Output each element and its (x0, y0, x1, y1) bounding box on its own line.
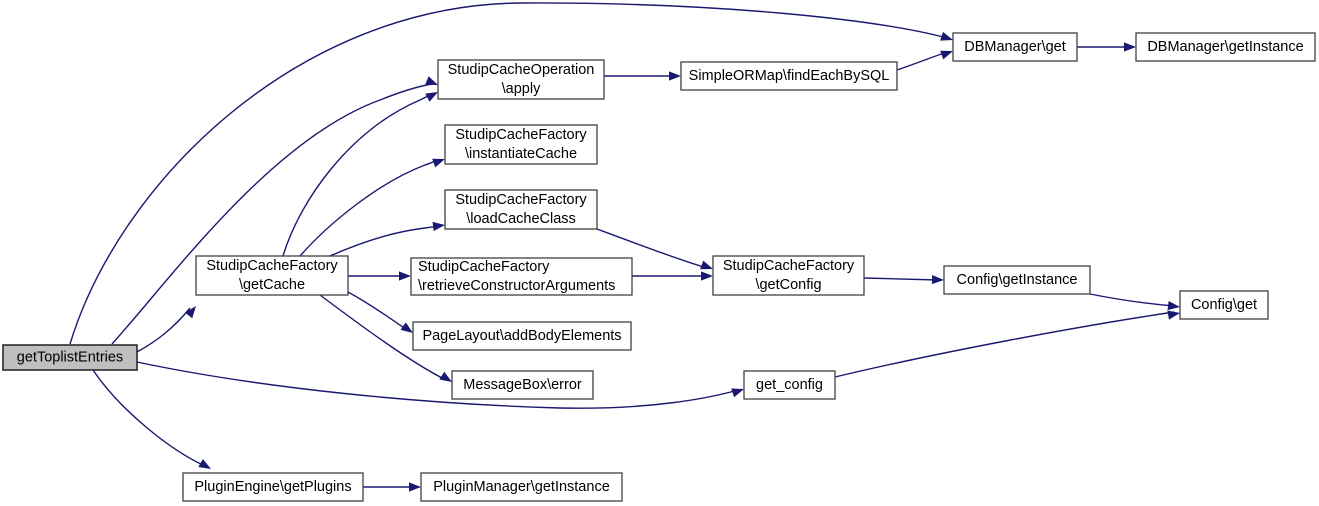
arrowhead (669, 71, 681, 81)
node-label: SimpleORMap\findEachBySQL (689, 68, 890, 84)
node-box[interactable] (451, 370, 594, 400)
node-label: \loadCacheClass (466, 211, 576, 227)
node-box[interactable] (420, 472, 623, 502)
node-label: \instantiateCache (465, 146, 577, 162)
node-label: StudipCacheFactory (455, 127, 587, 143)
node-label: StudipCacheOperation (448, 62, 595, 78)
node-label: \getConfig (755, 277, 821, 293)
node-box[interactable] (1179, 290, 1269, 320)
arrowhead (1167, 300, 1180, 311)
nodes-layer: getToplistEntries StudipCacheOperation \ap… (2, 32, 1316, 502)
arrowhead (1124, 42, 1136, 52)
node-box[interactable] (444, 189, 598, 230)
node-PluginEngine_getPlugins[interactable]: PluginEngine\getPlugins (182, 472, 364, 502)
arrowhead (198, 459, 211, 469)
node-box[interactable] (943, 265, 1091, 295)
arrowheads-layer (184, 31, 1180, 492)
node-box[interactable] (680, 61, 898, 91)
node-get_config[interactable]: get_config (743, 370, 836, 400)
arrowhead (940, 50, 953, 60)
arrowhead (1167, 310, 1180, 320)
node-box[interactable] (1135, 32, 1316, 62)
node-label: \getCache (239, 277, 305, 293)
node-label: Config\getInstance (957, 272, 1078, 288)
node-SimpleORMap_findEachBySQL[interactable]: SimpleORMap\findEachBySQL (680, 61, 898, 91)
node-label: PageLayout\addBodyElements (422, 328, 621, 344)
edge-StudipCacheFactory_loadCacheClass-to-StudipCacheFactory_getConfig (596, 228, 708, 269)
node-StudipCacheFactory_instantiateCache[interactable]: StudipCacheFactory \instantiateCache (444, 124, 598, 165)
arrowhead (432, 158, 445, 168)
node-box[interactable] (182, 472, 364, 502)
node-MessageBox_error[interactable]: MessageBox\error (451, 370, 594, 400)
node-label: PluginEngine\getPlugins (194, 479, 351, 495)
node-label: DBManager\get (964, 39, 1066, 55)
node-box[interactable] (712, 255, 865, 296)
node-label: StudipCacheFactory (418, 259, 550, 275)
node-StudipCacheFactory_retrieveConstructorArguments[interactable]: StudipCacheFactory \retrieveConstructorAr… (410, 257, 633, 296)
arrowhead (439, 371, 452, 382)
node-StudipCacheOperation_apply[interactable]: StudipCacheOperation \apply (437, 59, 605, 100)
edge-get_config-to-Config_get (834, 311, 1175, 378)
node-DBManager_get[interactable]: DBManager\get (952, 32, 1078, 62)
node-label: getToplistEntries (17, 349, 123, 365)
edge-getToplistEntries-to-StudipCacheOperation_apply (111, 83, 433, 345)
node-label: get_config (756, 377, 823, 393)
edge-StudipCacheFactory_getCache-to-StudipCacheFactory_loadCacheClass (329, 225, 440, 257)
arrowhead (940, 31, 953, 41)
arrowhead (400, 322, 413, 333)
node-StudipCacheFactory_getCache[interactable]: StudipCacheFactory \getCache (195, 255, 349, 296)
node-label: DBManager\getInstance (1147, 39, 1303, 55)
arrowhead (425, 92, 438, 102)
node-Config_getInstance[interactable]: Config\getInstance (943, 265, 1091, 295)
arrowhead (399, 271, 411, 281)
edge-StudipCacheFactory_getCache-to-MessageBox_error (319, 294, 447, 381)
node-box[interactable] (444, 124, 598, 165)
edge-getToplistEntries-to-StudipCacheFactory_getCache (136, 307, 191, 353)
node-box[interactable] (195, 255, 349, 296)
node-box[interactable] (412, 321, 632, 351)
arrowhead (409, 482, 421, 492)
node-label: StudipCacheFactory (455, 192, 587, 208)
edge-getToplistEntries-to-DBManager_get (69, 2, 948, 345)
node-box[interactable] (743, 370, 836, 400)
edges-layer (69, 2, 1175, 488)
node-getToplistEntries[interactable]: getToplistEntries (2, 344, 138, 371)
node-PageLayout_addBodyElements[interactable]: PageLayout\addBodyElements (412, 321, 632, 351)
arrowhead (701, 271, 713, 281)
node-box[interactable] (410, 257, 633, 296)
edge-SimpleORMap_findEachBySQL-to-DBManager_get (896, 51, 948, 71)
node-DBManager_getInstance[interactable]: DBManager\getInstance (1135, 32, 1316, 62)
node-StudipCacheFactory_loadCacheClass[interactable]: StudipCacheFactory \loadCacheClass (444, 189, 598, 230)
edge-StudipCacheFactory_getCache-to-StudipCacheFactory_instantiateCache (299, 159, 440, 257)
arrowhead (731, 388, 744, 398)
node-PluginManager_getInstance[interactable]: PluginManager\getInstance (420, 472, 623, 502)
node-label: MessageBox\error (463, 377, 582, 393)
node-box[interactable] (437, 59, 605, 100)
node-box[interactable] (952, 32, 1078, 62)
edge-StudipCacheFactory_getCache-to-StudipCacheOperation_apply (282, 92, 435, 257)
node-label: Config\get (1191, 297, 1257, 313)
edge-Config_getInstance-to-Config_get (1089, 293, 1175, 307)
node-label: StudipCacheFactory (723, 258, 855, 274)
node-label: \apply (502, 81, 541, 97)
node-label: PluginManager\getInstance (433, 479, 610, 495)
arrowhead (931, 274, 944, 285)
node-box[interactable] (2, 344, 138, 371)
edge-getToplistEntries-to-get_config (136, 361, 739, 409)
node-StudipCacheFactory_getConfig[interactable]: StudipCacheFactory \getConfig (712, 255, 865, 296)
node-label: \retrieveConstructorArguments (418, 278, 615, 294)
arrowhead (425, 76, 438, 85)
node-label: StudipCacheFactory (206, 258, 338, 274)
edge-StudipCacheFactory_getCache-to-PageLayout_addBodyElements (347, 291, 408, 331)
arrowhead (432, 221, 445, 232)
arrowhead (184, 306, 196, 319)
node-Config_get[interactable]: Config\get (1179, 290, 1269, 320)
edge-StudipCacheFactory_getConfig-to-Config_getInstance (863, 277, 939, 281)
arrowhead (700, 260, 713, 270)
edge-getToplistEntries-to-PluginEngine_getPlugins (92, 369, 206, 467)
